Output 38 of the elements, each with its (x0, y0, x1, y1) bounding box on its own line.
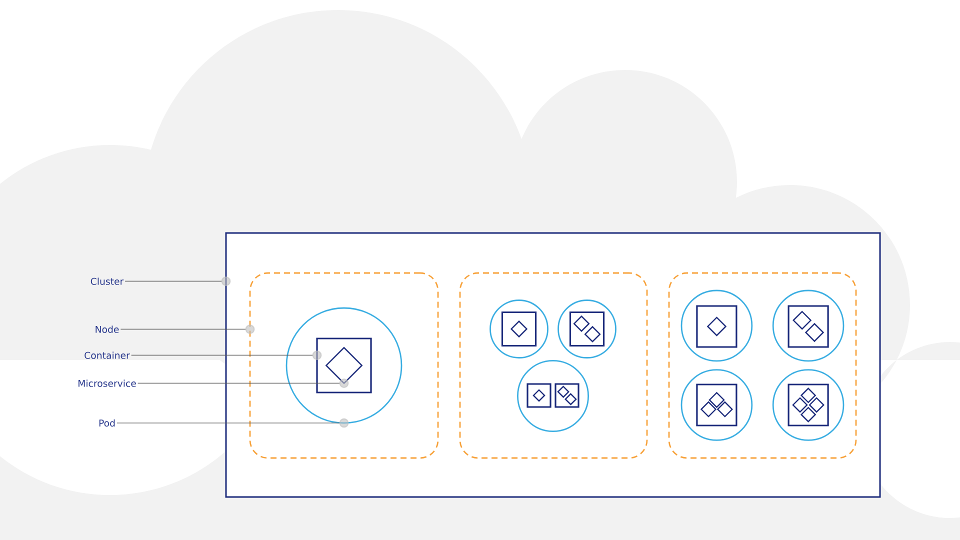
diamond (557, 386, 570, 398)
square (316, 338, 372, 394)
square (788, 384, 829, 426)
circle (490, 300, 548, 358)
outline-box (225, 232, 881, 498)
leader-line (138, 378, 349, 388)
square (501, 311, 537, 347)
leader-line (116, 418, 349, 428)
dashed-box (459, 272, 648, 459)
callout-label: Microservice (78, 380, 136, 387)
diamond (584, 326, 601, 342)
circle (680, 369, 753, 441)
diamond (573, 315, 590, 332)
callout-label: Pod (99, 419, 115, 427)
circle (286, 307, 402, 424)
square (569, 311, 605, 347)
circle (558, 300, 616, 358)
square (696, 384, 738, 426)
callout-label: Container (84, 352, 130, 359)
callout-label: Cluster (90, 278, 124, 285)
leader-line (131, 350, 322, 360)
square (554, 383, 580, 408)
dashed-box (249, 272, 439, 459)
diamond (808, 397, 824, 413)
circle (517, 360, 589, 432)
square (788, 305, 829, 348)
diamond (792, 397, 808, 413)
circle (772, 369, 844, 441)
square (526, 383, 552, 408)
square (696, 305, 738, 348)
dashed-box (668, 272, 857, 459)
circle (772, 290, 844, 362)
leader-line (120, 324, 255, 334)
diamond (532, 389, 546, 402)
diamond (564, 393, 577, 406)
leader-line (125, 276, 231, 286)
circle (680, 290, 753, 362)
callout-label: Node (96, 326, 119, 333)
